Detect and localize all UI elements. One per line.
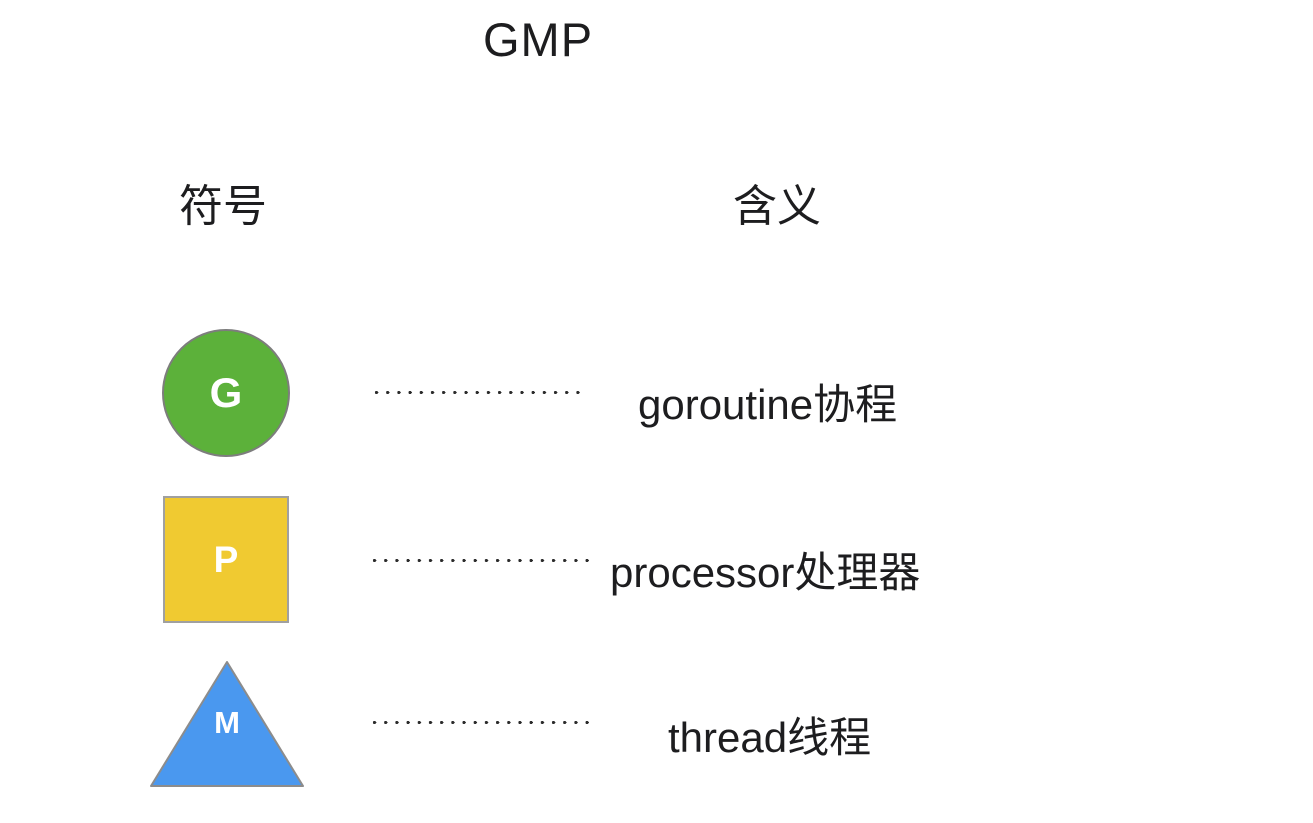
goroutine-meaning-label: goroutine协程 xyxy=(638,381,898,428)
triangle-polygon xyxy=(150,661,304,787)
triangle-icon xyxy=(150,661,304,787)
symbol-column-header: 符号 xyxy=(179,182,267,231)
meaning-column-header: 含义 xyxy=(733,182,821,231)
goroutine-circle-shape: G xyxy=(162,329,290,457)
dotted-connector-goroutine xyxy=(374,390,587,395)
processor-square-shape: P xyxy=(163,496,289,623)
goroutine-letter: G xyxy=(209,369,243,416)
processor-letter: P xyxy=(213,539,239,580)
thread-meaning-label: thread线程 xyxy=(668,714,872,761)
thread-letter: M xyxy=(214,705,240,740)
processor-meaning-label: processor处理器 xyxy=(610,549,921,596)
dotted-connector-thread xyxy=(372,720,589,725)
thread-triangle-shape: M xyxy=(148,659,306,789)
diagram-title: GMP xyxy=(483,13,594,66)
dotted-connector-processor xyxy=(372,558,589,563)
